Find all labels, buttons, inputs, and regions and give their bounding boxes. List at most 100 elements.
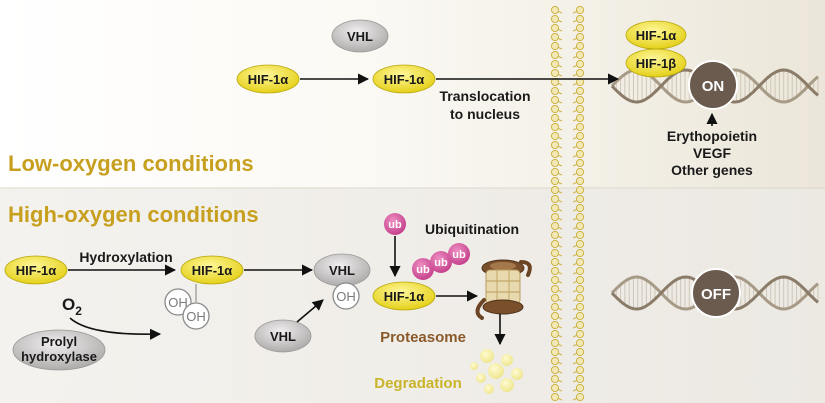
- lipid-head: [550, 329, 560, 339]
- lipid-head: [550, 257, 560, 267]
- gene-on-badge: ON: [688, 60, 738, 110]
- lipid-head: [550, 131, 560, 141]
- lipid-head: [575, 14, 585, 24]
- vhl-label: VHL: [347, 29, 373, 44]
- lipid-head: [575, 140, 585, 150]
- lipid-head: [575, 68, 585, 78]
- oh-label: OH: [336, 289, 356, 304]
- low-oxygen-heading: Low-oxygen conditions: [8, 151, 254, 176]
- target-gene-1: Erythopoietin: [667, 128, 757, 144]
- ub-label: ub: [452, 249, 466, 261]
- vhl-label: VHL: [329, 263, 355, 278]
- lipid-head: [550, 167, 560, 177]
- lipid-head: [550, 302, 560, 312]
- arrow-vhl-recruit: [296, 299, 324, 323]
- lipid-head: [550, 158, 560, 168]
- lipid-head: [550, 275, 560, 285]
- lipid-head: [575, 293, 585, 303]
- vhl-free-high: VHL: [254, 319, 312, 353]
- lipid-head: [550, 14, 560, 24]
- lipid-head: [550, 104, 560, 114]
- ubiquitin-chain: ub ub ub: [412, 243, 470, 280]
- lipid-head: [575, 365, 585, 375]
- lipid-head: [575, 383, 585, 393]
- lipid-head: [575, 347, 585, 357]
- lipid-head: [550, 41, 560, 51]
- degradation-label: Degradation: [374, 375, 462, 392]
- lipid-head: [575, 239, 585, 249]
- lipid-head: [575, 374, 585, 384]
- lipid-head: [550, 185, 560, 195]
- oxygen-symbol: O2: [62, 295, 82, 318]
- lipid-head: [550, 59, 560, 69]
- lipid-head: [550, 338, 560, 348]
- hif1a-nucleus: HIF-1α: [625, 20, 687, 50]
- lipid-head: [575, 95, 585, 105]
- hif1a-complex: HIF-1α: [372, 281, 436, 311]
- high-oxygen-heading: High-oxygen conditions: [8, 202, 259, 227]
- hif1a-hydroxylated: HIF-1α: [180, 255, 244, 285]
- lipid-head: [575, 392, 585, 402]
- oh-label: OH: [186, 309, 206, 324]
- lipid-head: [575, 329, 585, 339]
- lipid-head: [575, 257, 585, 267]
- lipid-head: [550, 239, 560, 249]
- lipid-head: [550, 149, 560, 159]
- lipid-head: [550, 140, 560, 150]
- lipid-head: [575, 113, 585, 123]
- lipid-head: [550, 383, 560, 393]
- target-gene-2: VEGF: [693, 145, 732, 161]
- hydroxyl-group-1: OH: [164, 288, 192, 316]
- proteasome-label: Proteasome: [380, 329, 466, 346]
- lipid-head: [575, 86, 585, 96]
- lipid-head: [575, 203, 585, 213]
- oh-label: OH: [168, 295, 188, 310]
- lipid-head: [575, 302, 585, 312]
- lipid-head: [575, 248, 585, 258]
- lipid-head: [575, 122, 585, 132]
- lipid-head: [550, 212, 560, 222]
- degradation-products: [470, 349, 523, 394]
- lipid-head: [550, 194, 560, 204]
- target-gene-3: Other genes: [671, 162, 753, 178]
- lipid-head: [575, 356, 585, 366]
- lipid-head: [550, 248, 560, 258]
- lipid-head: [575, 338, 585, 348]
- hif1a-label: HIF-1α: [384, 72, 425, 87]
- hif1b-nucleus: HIF-1β: [625, 48, 687, 78]
- hif1a-low-start: HIF-1α: [236, 64, 300, 94]
- hydroxylation-label: Hydroxylation: [79, 249, 172, 265]
- lipid-head: [575, 158, 585, 168]
- nuclear-membrane: [550, 5, 585, 402]
- low-oxygen-background: [0, 0, 825, 188]
- lipid-head: [550, 176, 560, 186]
- ub-label: ub: [434, 257, 448, 269]
- lipid-head: [575, 23, 585, 33]
- lipid-head: [550, 95, 560, 105]
- hydroxyl-group-complex: OH: [332, 282, 360, 310]
- lipid-head: [575, 194, 585, 204]
- lipid-head: [575, 185, 585, 195]
- lipid-head: [575, 320, 585, 330]
- lipid-head: [550, 356, 560, 366]
- lipid-head: [550, 320, 560, 330]
- lipid-head: [550, 293, 560, 303]
- hif1a-label: HIF-1α: [192, 263, 233, 278]
- lipid-head: [550, 86, 560, 96]
- lipid-head: [575, 284, 585, 294]
- lipid-head: [550, 113, 560, 123]
- lipid-head: [550, 365, 560, 375]
- ub-label: ub: [388, 219, 402, 231]
- hif1b-label: HIF-1β: [636, 56, 677, 71]
- translocation-label-line1: Translocation: [439, 88, 530, 104]
- lipid-head: [550, 266, 560, 276]
- hif1a-label: HIF-1α: [16, 263, 57, 278]
- lipid-head: [575, 176, 585, 186]
- gene-on-label: ON: [702, 78, 725, 95]
- lipid-head: [575, 41, 585, 51]
- hif1a-low-stable: HIF-1α: [372, 64, 436, 94]
- gene-off-label: OFF: [701, 286, 731, 303]
- hif1a-label: HIF-1α: [248, 72, 289, 87]
- lipid-head: [550, 284, 560, 294]
- prolyl-hydroxylase: Prolyl hydroxylase: [12, 329, 106, 371]
